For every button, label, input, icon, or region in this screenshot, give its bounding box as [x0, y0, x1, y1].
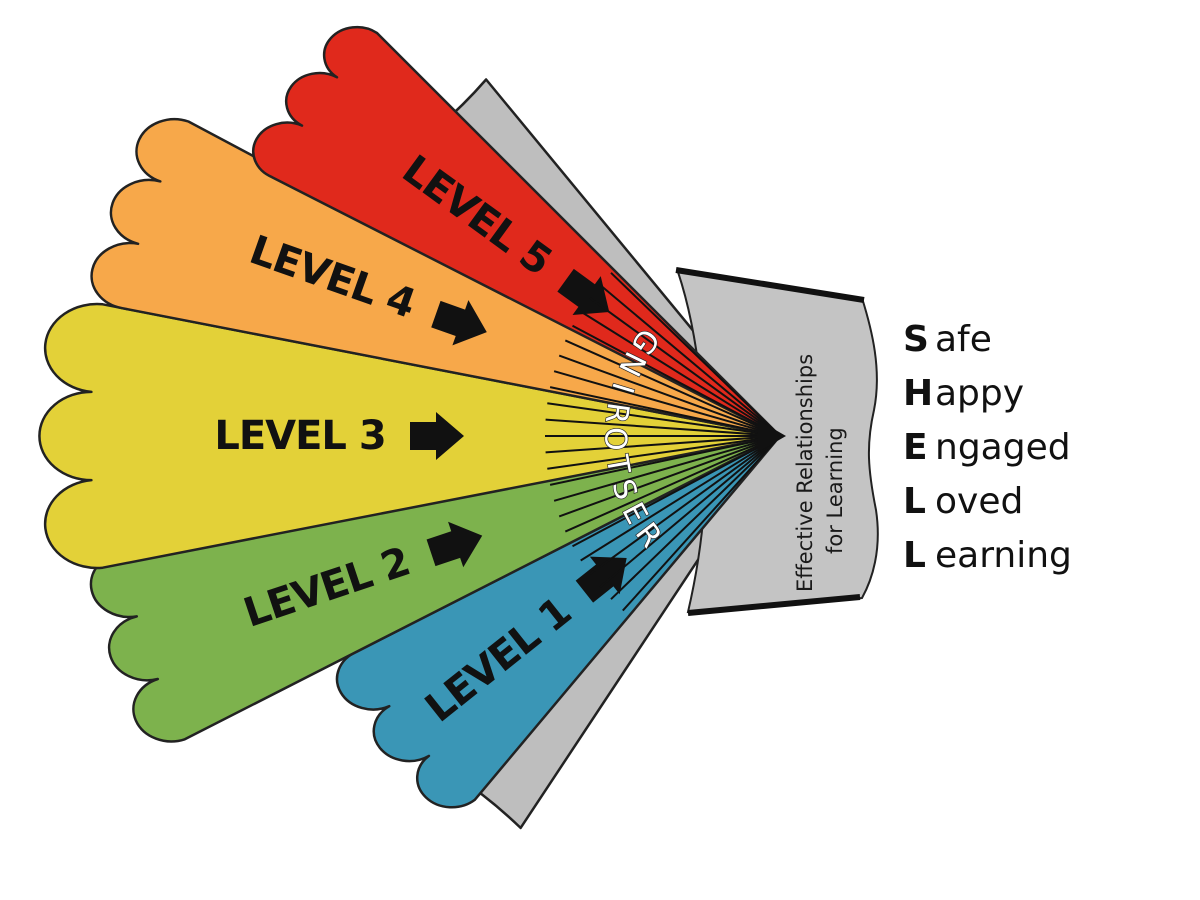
level-4-blade [90, 117, 782, 438]
fan-rib [564, 339, 781, 437]
shell-word: oved [935, 481, 1024, 522]
fan-holder: Effective Relationships for Learning [675, 267, 879, 616]
holder-top-edge [675, 267, 865, 303]
fan-rib [610, 435, 781, 600]
fan-rib [545, 435, 781, 454]
holder-label-line2: for Learning [823, 427, 847, 554]
fan-rib [572, 324, 781, 437]
fan-rib [589, 435, 781, 575]
fan-pivot [758, 420, 786, 452]
level-3-blade [38, 302, 782, 570]
fan-rib [610, 272, 781, 437]
fan-rib [564, 435, 781, 533]
level-1-arrow-icon [575, 556, 627, 603]
fan-rib [545, 418, 781, 437]
shell-letter: L [903, 481, 926, 522]
fan-rib [547, 435, 781, 470]
fan-rib [599, 435, 781, 588]
shell-word: earning [935, 535, 1072, 576]
holder-bottom-edge [687, 594, 861, 616]
fan-rib [599, 284, 781, 437]
fan-rib [558, 435, 781, 518]
holder-label-line1: Effective Relationships [793, 354, 817, 592]
shell-letter: S [903, 319, 929, 360]
level-3-arrow-icon [410, 412, 464, 460]
fan-rib [580, 435, 781, 562]
fan-rib [580, 310, 781, 437]
restoring-letter: O [597, 427, 632, 451]
fan-rib [549, 435, 781, 486]
shell-word: afe [935, 319, 992, 360]
shell-letter: L [903, 535, 926, 576]
shell-item-happy: Happy [903, 367, 1072, 421]
level-2-arrow-icon [426, 521, 483, 568]
fan-rib [558, 354, 781, 437]
level-3-label-group: LEVEL 3 [214, 412, 464, 460]
fan-rib [622, 435, 781, 612]
shell-letter: E [903, 427, 928, 468]
shell-letter: H [903, 373, 934, 414]
fan-rib [553, 370, 781, 437]
restoring-letter: T [599, 452, 637, 478]
fan-rib [549, 386, 781, 437]
fan-rib [553, 435, 781, 502]
level-5-blade [252, 25, 782, 438]
level-4-arrow-icon [431, 300, 487, 346]
fan-rib [547, 402, 781, 437]
shell-word: ngaged [935, 427, 1071, 468]
fan-rib [589, 297, 781, 437]
level-3-label: LEVEL 3 [214, 413, 385, 459]
fan-rib [572, 435, 781, 548]
shell-word: appy [935, 373, 1025, 414]
